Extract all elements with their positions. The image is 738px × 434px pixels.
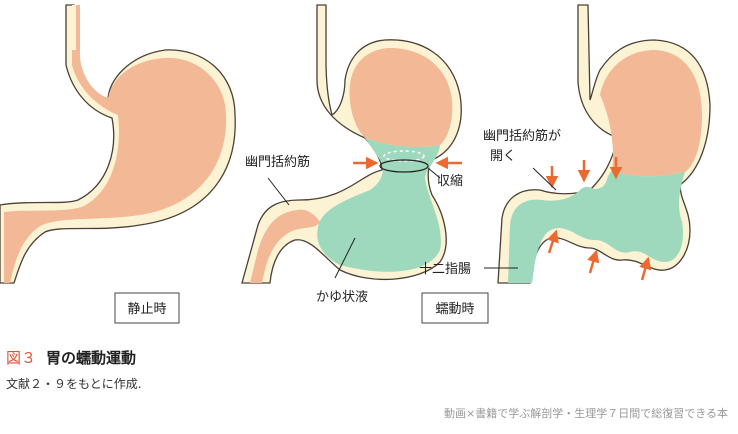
peristalsis-state-label: 蠕動時 xyxy=(435,302,474,317)
open-arrow-bottom-1 xyxy=(546,229,559,254)
resting-stomach xyxy=(0,4,236,284)
contraction-ring-dashed xyxy=(383,150,425,162)
emptying-stomach xyxy=(484,4,711,284)
resting-stomach-lumen xyxy=(4,5,227,283)
book-credit: 動画×書籍で学ぶ解剖学・生理学７日間で総復習できる本 xyxy=(444,407,728,420)
open-arrow-bottom-3 xyxy=(639,256,652,281)
resting-state-box: 静止時 xyxy=(114,292,180,324)
label-pyloric-sphincter: 幽門括約筋 xyxy=(245,154,310,170)
peristalsis-duodenum-lumen xyxy=(250,209,320,283)
label-chyme: かゆ状液 xyxy=(316,290,368,305)
emptying-stomach-body xyxy=(600,50,702,177)
emptying-chyme xyxy=(508,170,685,283)
peristalsis-state-box: 蠕動時 xyxy=(421,292,489,324)
chyme-leader-line xyxy=(334,237,356,279)
figure-title: 胃の蠕動運動 xyxy=(46,349,137,367)
peristalsis-stomach-body xyxy=(349,47,453,148)
peristalsis-stomach xyxy=(241,4,462,284)
label-duodenum: 十二指腸 xyxy=(419,262,471,277)
pyloric-leader-line xyxy=(267,177,290,206)
resting-state-label: 静止時 xyxy=(127,302,166,317)
contraction-leader-line xyxy=(427,167,441,179)
label-pyloric-open-line1: 幽門括約筋が xyxy=(483,128,561,144)
label-pyloric-open-line2: 開く xyxy=(490,149,516,164)
contraction-ring xyxy=(379,159,429,173)
figure-number: 図３ xyxy=(6,349,37,367)
figure-caption: 図３ 胃の蠕動運動 xyxy=(6,347,136,368)
figure-source: 文献２・９をもとに作成. xyxy=(6,377,142,391)
open-leader-line xyxy=(532,167,557,191)
open-arrow-bottom-2 xyxy=(587,249,600,274)
label-contraction: 収縮 xyxy=(437,173,463,189)
